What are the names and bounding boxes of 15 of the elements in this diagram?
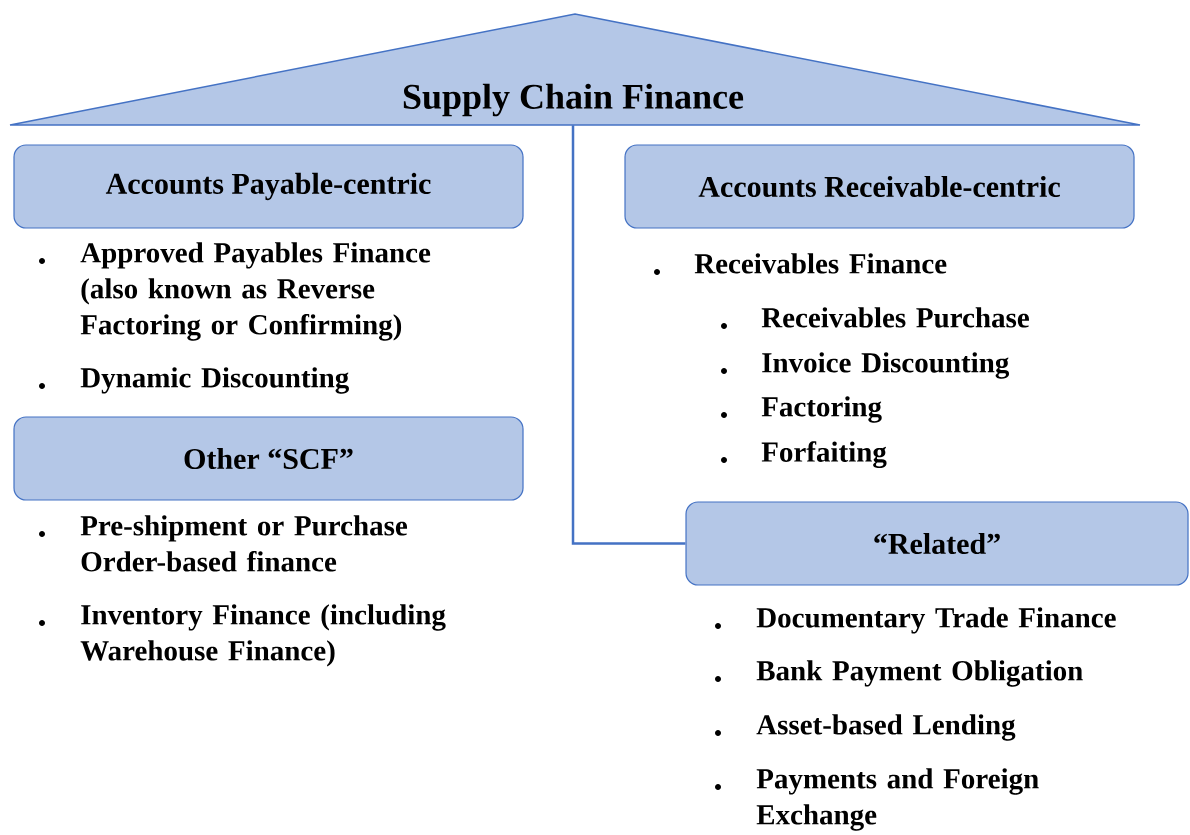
list-item: Receivables Purchase <box>761 307 1029 328</box>
list-item: Invoice Discounting <box>762 352 1010 379</box>
list-item: Asset-based Lending <box>756 714 1016 741</box>
list-item: Bank Payment Obligation <box>756 660 1083 687</box>
heading-box: Accounts Receivable-centric <box>624 144 1135 229</box>
roof-triangle: Supply Chain Finance <box>9 13 1141 126</box>
list-item: Factoring <box>761 396 882 423</box>
list-item: Forfaiting <box>761 441 887 468</box>
heading-box: Other “SCF” <box>13 416 524 501</box>
list-item: Approved Payables Finance (also known as Reverse Factoring or Confirming) <box>80 242 431 341</box>
heading-box: “Related” <box>685 501 1189 586</box>
connector-line <box>571 125 686 545</box>
list-item: Payments and Foreign Exchange <box>756 768 1039 831</box>
heading-box: Accounts Payable-centric <box>13 144 524 229</box>
list-item: Inventory Finance (including Warehouse Finance) <box>80 604 446 667</box>
